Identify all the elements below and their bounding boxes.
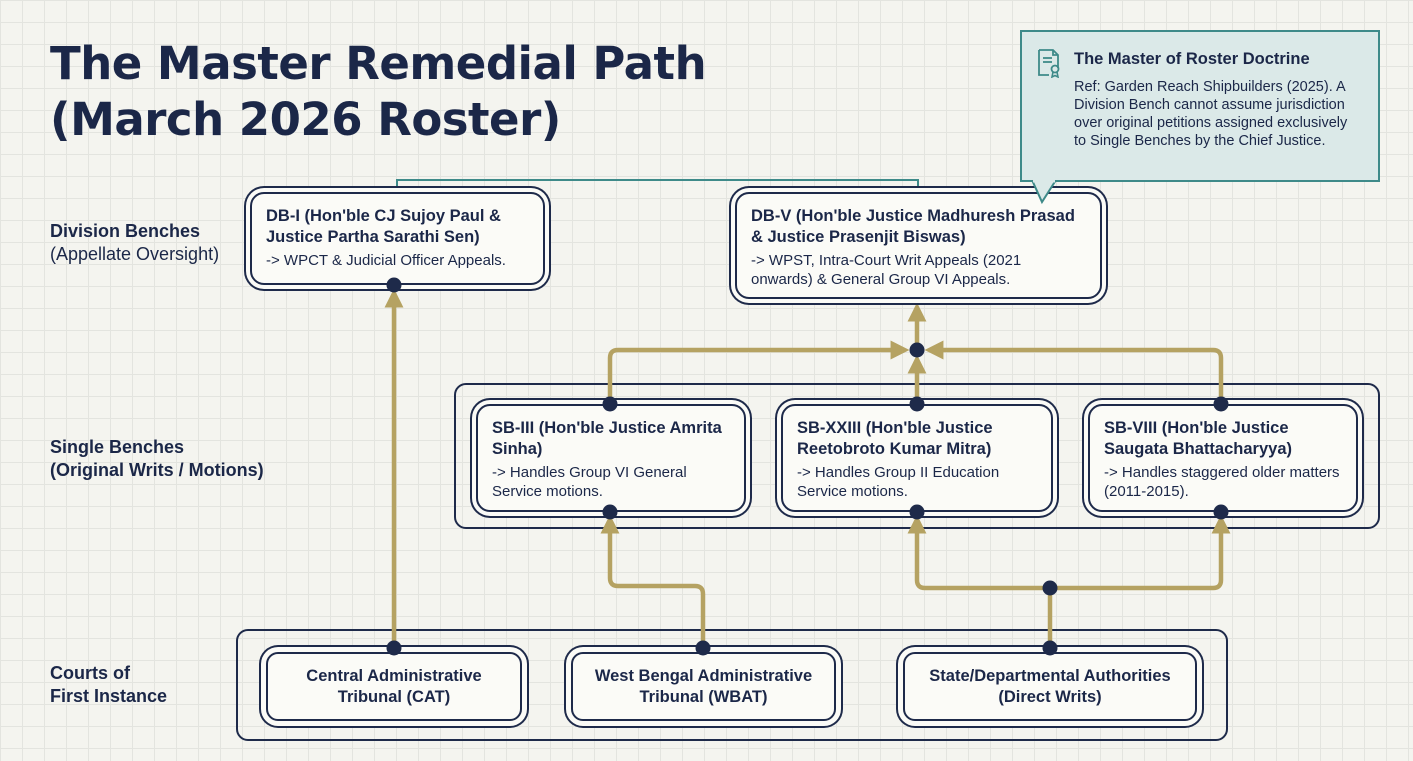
- single-bench-sb8-desc: -> Handles staggered older matters (2011…: [1104, 464, 1340, 500]
- tier-label-first-sub: First Instance: [50, 686, 168, 706]
- division-bench-db1: DB-I (Hon'ble CJ Sujoy Paul & Justice Pa…: [250, 192, 545, 285]
- title-line-1: The Master Remedial Path: [50, 37, 707, 90]
- connector-junction-to-sb8: [1050, 514, 1231, 591]
- first-instance-group-frame: [236, 629, 1228, 741]
- page-title: The Master Remedial Path (March 2026 Ros…: [50, 36, 707, 148]
- tier-label-single: Single Benches (Original Writs / Motions…: [50, 436, 264, 482]
- tier-label-division: Division Benches (Appellate Oversight): [50, 220, 219, 266]
- tier-label-first: Courts of First Instance: [50, 662, 167, 708]
- single-bench-sb3: SB-III (Hon'ble Justice Amrita Sinha) ->…: [476, 404, 746, 512]
- division-bench-db1-name: DB-I (Hon'ble CJ Sujoy Paul & Justice Pa…: [266, 207, 501, 246]
- court-cat: Central Administrative Tribunal (CAT): [266, 652, 522, 721]
- division-bench-db5: DB-V (Hon'ble Justice Madhuresh Prasad &…: [735, 192, 1102, 299]
- court-state-authorities-name: State/Departmental Authorities (Direct W…: [929, 666, 1171, 706]
- single-bench-sb23: SB-XXIII (Hon'ble Justice Reetobroto Kum…: [781, 404, 1053, 512]
- doctrine-link-line: [396, 179, 919, 192]
- connector-sb3-to-hub: [607, 340, 910, 404]
- connector-junction-to-sb23: [907, 514, 1050, 591]
- certificate-document-icon: [1038, 49, 1060, 78]
- connector-wbat-to-sb3: [600, 514, 706, 648]
- connector-sb8-to-hub: [924, 340, 1224, 404]
- court-cat-name: Central Administrative Tribunal (CAT): [306, 666, 482, 706]
- doctrine-callout: The Master of Roster Doctrine Ref: Garde…: [1020, 30, 1380, 182]
- division-bench-db5-name: DB-V (Hon'ble Justice Madhuresh Prasad &…: [751, 207, 1075, 246]
- court-wbat-name: West Bengal Administrative Tribunal (WBA…: [594, 666, 813, 706]
- single-bench-sb3-name: SB-III (Hon'ble Justice Amrita Sinha): [492, 419, 722, 458]
- single-bench-sb8: SB-VIII (Hon'ble Justice Saugata Bhattac…: [1088, 404, 1358, 512]
- single-bench-sb23-name: SB-XXIII (Hon'ble Justice Reetobroto Kum…: [797, 419, 993, 458]
- division-bench-db5-desc: -> WPST, Intra-Court Writ Appeals (2021 …: [751, 252, 1022, 288]
- tier-label-division-main: Division Benches: [50, 221, 201, 241]
- court-state-authorities: State/Departmental Authorities (Direct W…: [903, 652, 1197, 721]
- tier-label-single-main: Single Benches: [50, 437, 185, 457]
- single-bench-sb3-desc: -> Handles Group VI General Service moti…: [492, 464, 687, 500]
- tier-label-division-sub: (Appellate Oversight): [50, 244, 220, 264]
- callout-title: The Master of Roster Doctrine: [1074, 50, 1310, 68]
- tier-label-single-sub: (Original Writs / Motions): [50, 460, 264, 480]
- court-wbat: West Bengal Administrative Tribunal (WBA…: [571, 652, 836, 721]
- callout-tail: [1031, 180, 1057, 205]
- single-bench-sb8-name: SB-VIII (Hon'ble Justice Saugata Bhattac…: [1104, 419, 1292, 458]
- title-line-2: (March 2026 Roster): [50, 93, 561, 146]
- single-bench-sb23-desc: -> Handles Group II Education Service mo…: [797, 464, 1000, 500]
- division-bench-db1-desc: -> WPCT & Judicial Officer Appeals.: [266, 252, 506, 269]
- tier-label-first-main: Courts of: [50, 663, 130, 683]
- callout-body: Ref: Garden Reach Shipbuilders (2025). A…: [1074, 79, 1348, 149]
